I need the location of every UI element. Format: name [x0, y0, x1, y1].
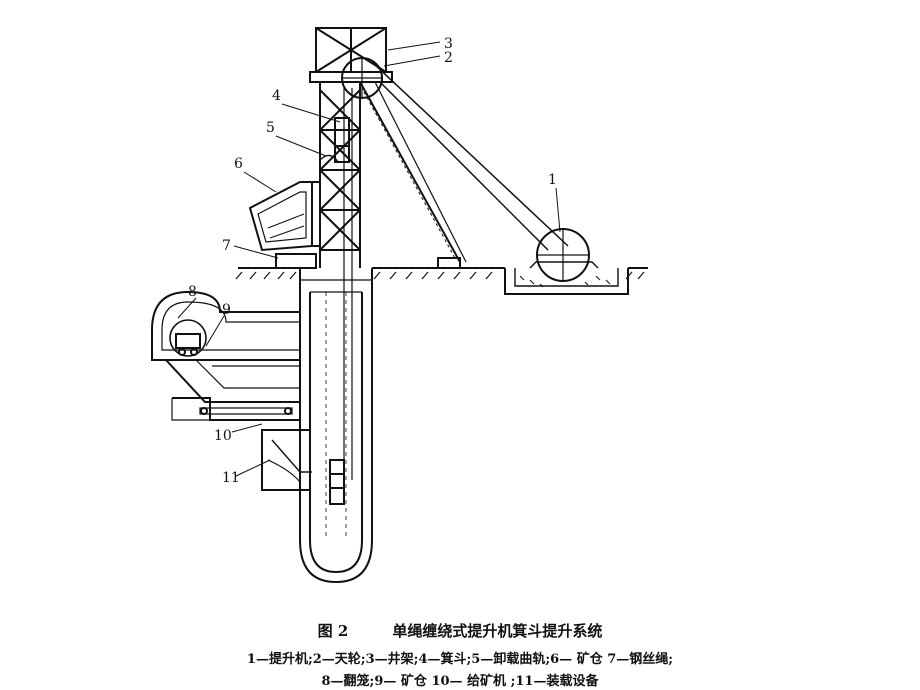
- head-sheave: [341, 57, 383, 99]
- headframe: [309, 27, 467, 269]
- callout-4: 4: [272, 88, 281, 104]
- callout-7: 7: [222, 238, 231, 254]
- callout-11: 11: [222, 470, 240, 486]
- underground-bin: [165, 359, 301, 440]
- loading-equipment: [261, 429, 312, 491]
- ground-surface: [235, 267, 648, 280]
- surface-platform: [275, 253, 317, 269]
- figure-number: 图 2: [317, 622, 349, 640]
- hoisting-system-diagram: 1 3 2 4 5 6 7 8 9 10 11: [151, 27, 648, 584]
- callout-numbers: 1 3 2 4 5 6 7 8 9 10 11: [188, 36, 557, 486]
- unloading-curve: [319, 154, 339, 163]
- legend-line-2: 8—翻笼;9— 矿仓 10— 给矿机 ;11—装载设备: [321, 674, 599, 689]
- callout-3: 3: [444, 36, 453, 52]
- callout-5: 5: [266, 120, 275, 136]
- skip-bottom: [329, 459, 345, 505]
- legend-line-1: 1—提升机;2—天轮;3—井架;4—箕斗;5—卸载曲轨;6— 矿仓 7—钢丝绳;: [246, 652, 674, 667]
- callout-8: 8: [188, 284, 197, 300]
- tippler-chamber: [151, 290, 300, 361]
- hoist-machine: [504, 228, 629, 295]
- callout-2: 2: [444, 50, 453, 66]
- wire-rope: [343, 61, 569, 480]
- callout-1: 1: [548, 172, 557, 188]
- callout-9: 9: [222, 302, 231, 318]
- callout-6: 6: [234, 156, 243, 172]
- shaft: [299, 268, 373, 584]
- surface-bin: [248, 181, 320, 252]
- figure-caption: 图 2 单绳缠绕式提升机箕斗提升系统: [0, 620, 920, 641]
- figure-title: 单绳缠绕式提升机箕斗提升系统: [392, 622, 603, 640]
- callout-leaders: [177, 41, 561, 477]
- feeder: [199, 407, 293, 415]
- skip-top: [334, 117, 350, 163]
- callout-10: 10: [214, 428, 232, 444]
